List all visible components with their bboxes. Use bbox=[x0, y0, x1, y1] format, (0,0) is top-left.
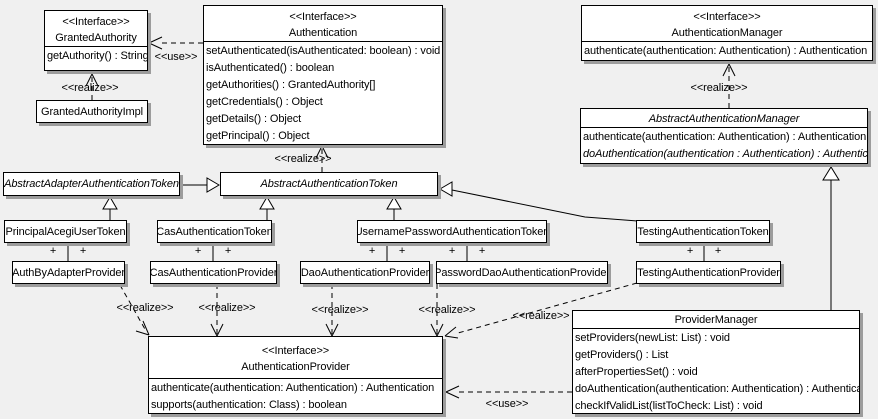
class-principal-acegi-user-token: PrincipalAcegiUserToken bbox=[4, 220, 127, 243]
class-provider-manager: ProviderManager setProviders(newList: Li… bbox=[572, 310, 860, 414]
realize-label: <<realize>> bbox=[274, 153, 332, 165]
realize-use-dashed-lines bbox=[91, 42, 730, 393]
plus-mark: + bbox=[194, 245, 202, 257]
realize-label: <<realize>> bbox=[61, 82, 119, 94]
class-name: PasswordDaoAuthenticationProvider bbox=[436, 266, 608, 279]
method-label: getPrincipal() : Object bbox=[206, 130, 310, 142]
method-label: isAuthenticated() : boolean bbox=[206, 62, 335, 74]
class-name: TestingAuthenticationProvider bbox=[637, 266, 780, 279]
stereotype-label: <<Interface>> bbox=[289, 11, 357, 23]
stereotype-label: <<Interface>> bbox=[62, 16, 130, 28]
class-auth-by-adapter-provider: AuthByAdapterProvider bbox=[12, 261, 125, 284]
method-label: getProviders() : List bbox=[575, 349, 669, 361]
method-label: setAuthenticated(isAuthenticated: boolea… bbox=[206, 45, 441, 57]
class-name: AbstractAdapterAuthenticationToken bbox=[4, 178, 179, 190]
method-label: getCredentials() : Object bbox=[206, 96, 323, 108]
plus-mark: + bbox=[686, 245, 694, 257]
method-label: authenticate(authentication: Authenticat… bbox=[583, 131, 867, 143]
method-label: getAuthorities() : GrantedAuthority[] bbox=[206, 79, 376, 91]
use-label: <<use>> bbox=[154, 51, 198, 63]
plus-mark: + bbox=[398, 245, 406, 257]
class-name: PrincipalAcegiUserToken bbox=[5, 225, 126, 238]
class-testing-authentication-token: TestingAuthenticationToken bbox=[636, 220, 770, 243]
stereotype-label: <<Interface>> bbox=[261, 345, 330, 357]
class-name: AbstractAuthenticationToken bbox=[260, 178, 398, 190]
class-abstract-authentication-manager: AbstractAuthenticationManager authentica… bbox=[580, 108, 868, 164]
class-name: CasAuthenticationProvider bbox=[150, 266, 277, 279]
class-name: GrantedAuthorityImpl bbox=[41, 105, 143, 118]
stereotype-label: <<Interface>> bbox=[693, 11, 761, 23]
realize-label: <<realize>> bbox=[512, 310, 570, 322]
class-cas-authentication-token: CasAuthenticationToken bbox=[157, 220, 272, 243]
class-name: DaoAuthenticationProvider bbox=[300, 266, 430, 279]
realize-label: <<realize>> bbox=[311, 304, 369, 316]
plus-mark: + bbox=[224, 245, 232, 257]
plus-mark: + bbox=[714, 245, 722, 257]
plus-mark: + bbox=[79, 245, 87, 257]
plus-mark: + bbox=[49, 245, 57, 257]
plus-mark: + bbox=[448, 245, 456, 257]
class-name: AuthByAdapterProvider bbox=[12, 266, 125, 279]
class-name: UsernamePasswordAuthenticationToken bbox=[357, 225, 547, 238]
use-label: <<use>> bbox=[485, 398, 529, 410]
plus-mark: + bbox=[478, 245, 486, 257]
class-authentication-manager: <<Interface>> AuthenticationManager auth… bbox=[581, 5, 873, 61]
class-password-dao-authentication-provider: PasswordDaoAuthenticationProvider bbox=[436, 261, 608, 284]
class-abstract-authentication-token: AbstractAuthenticationToken bbox=[220, 172, 438, 196]
class-cas-authentication-provider: CasAuthenticationProvider bbox=[150, 261, 277, 284]
class-username-password-authentication-token: UsernamePasswordAuthenticationToken bbox=[357, 220, 547, 243]
class-dao-authentication-provider: DaoAuthenticationProvider bbox=[300, 261, 430, 284]
realize-label: <<realize>> bbox=[690, 82, 748, 94]
class-granted-authority-impl: GrantedAuthorityImpl bbox=[36, 100, 148, 123]
class-name: AbstractAuthenticationManager bbox=[648, 113, 800, 125]
open-arrowheads bbox=[85, 36, 736, 399]
association-lines bbox=[67, 243, 705, 261]
method-label: doAuthentication(authentication: Authent… bbox=[575, 383, 859, 395]
class-granted-authority: <<Interface>> GrantedAuthority getAuthor… bbox=[44, 10, 148, 71]
realize-label: <<realize>> bbox=[418, 304, 476, 316]
method-label: authenticate(authentication: Authenticat… bbox=[151, 382, 435, 394]
realize-label: <<realize>> bbox=[198, 302, 256, 314]
class-name: TestingAuthenticationToken bbox=[637, 225, 769, 238]
method-label: setProviders(newList: List) : void bbox=[575, 332, 730, 344]
realize-label: <<realize>> bbox=[116, 302, 174, 314]
class-authentication-provider: <<Interface>> AuthenticationProvider aut… bbox=[148, 336, 443, 414]
method-label: authenticate(authentication: Authenticat… bbox=[584, 45, 868, 57]
method-label: getAuthority() : String bbox=[47, 50, 147, 62]
class-name: AuthenticationManager bbox=[671, 27, 783, 39]
plus-mark: + bbox=[368, 245, 376, 257]
class-name: CasAuthenticationToken bbox=[157, 225, 272, 238]
class-testing-authentication-provider: TestingAuthenticationProvider bbox=[636, 261, 781, 284]
method-label: afterPropertiesSet() : void bbox=[575, 366, 698, 378]
class-name: ProviderManager bbox=[674, 314, 758, 326]
class-name: AuthenticationProvider bbox=[241, 361, 350, 373]
class-name: Authentication bbox=[288, 27, 358, 39]
class-authentication: <<Interface>> Authentication setAuthenti… bbox=[203, 5, 443, 145]
generalization-arrows bbox=[102, 166, 840, 310]
method-label: getDetails() : Object bbox=[206, 113, 302, 125]
method-label: checkIfValidList(listToCheck: List) : vo… bbox=[575, 400, 763, 412]
method-label: doAuthentication(authentication : Authen… bbox=[583, 148, 867, 160]
method-label: supports(authentication: Class) : boolea… bbox=[151, 399, 347, 411]
class-abstract-adapter-authentication-token: AbstractAdapterAuthenticationToken bbox=[3, 172, 180, 196]
class-name: GrantedAuthority bbox=[55, 32, 137, 44]
